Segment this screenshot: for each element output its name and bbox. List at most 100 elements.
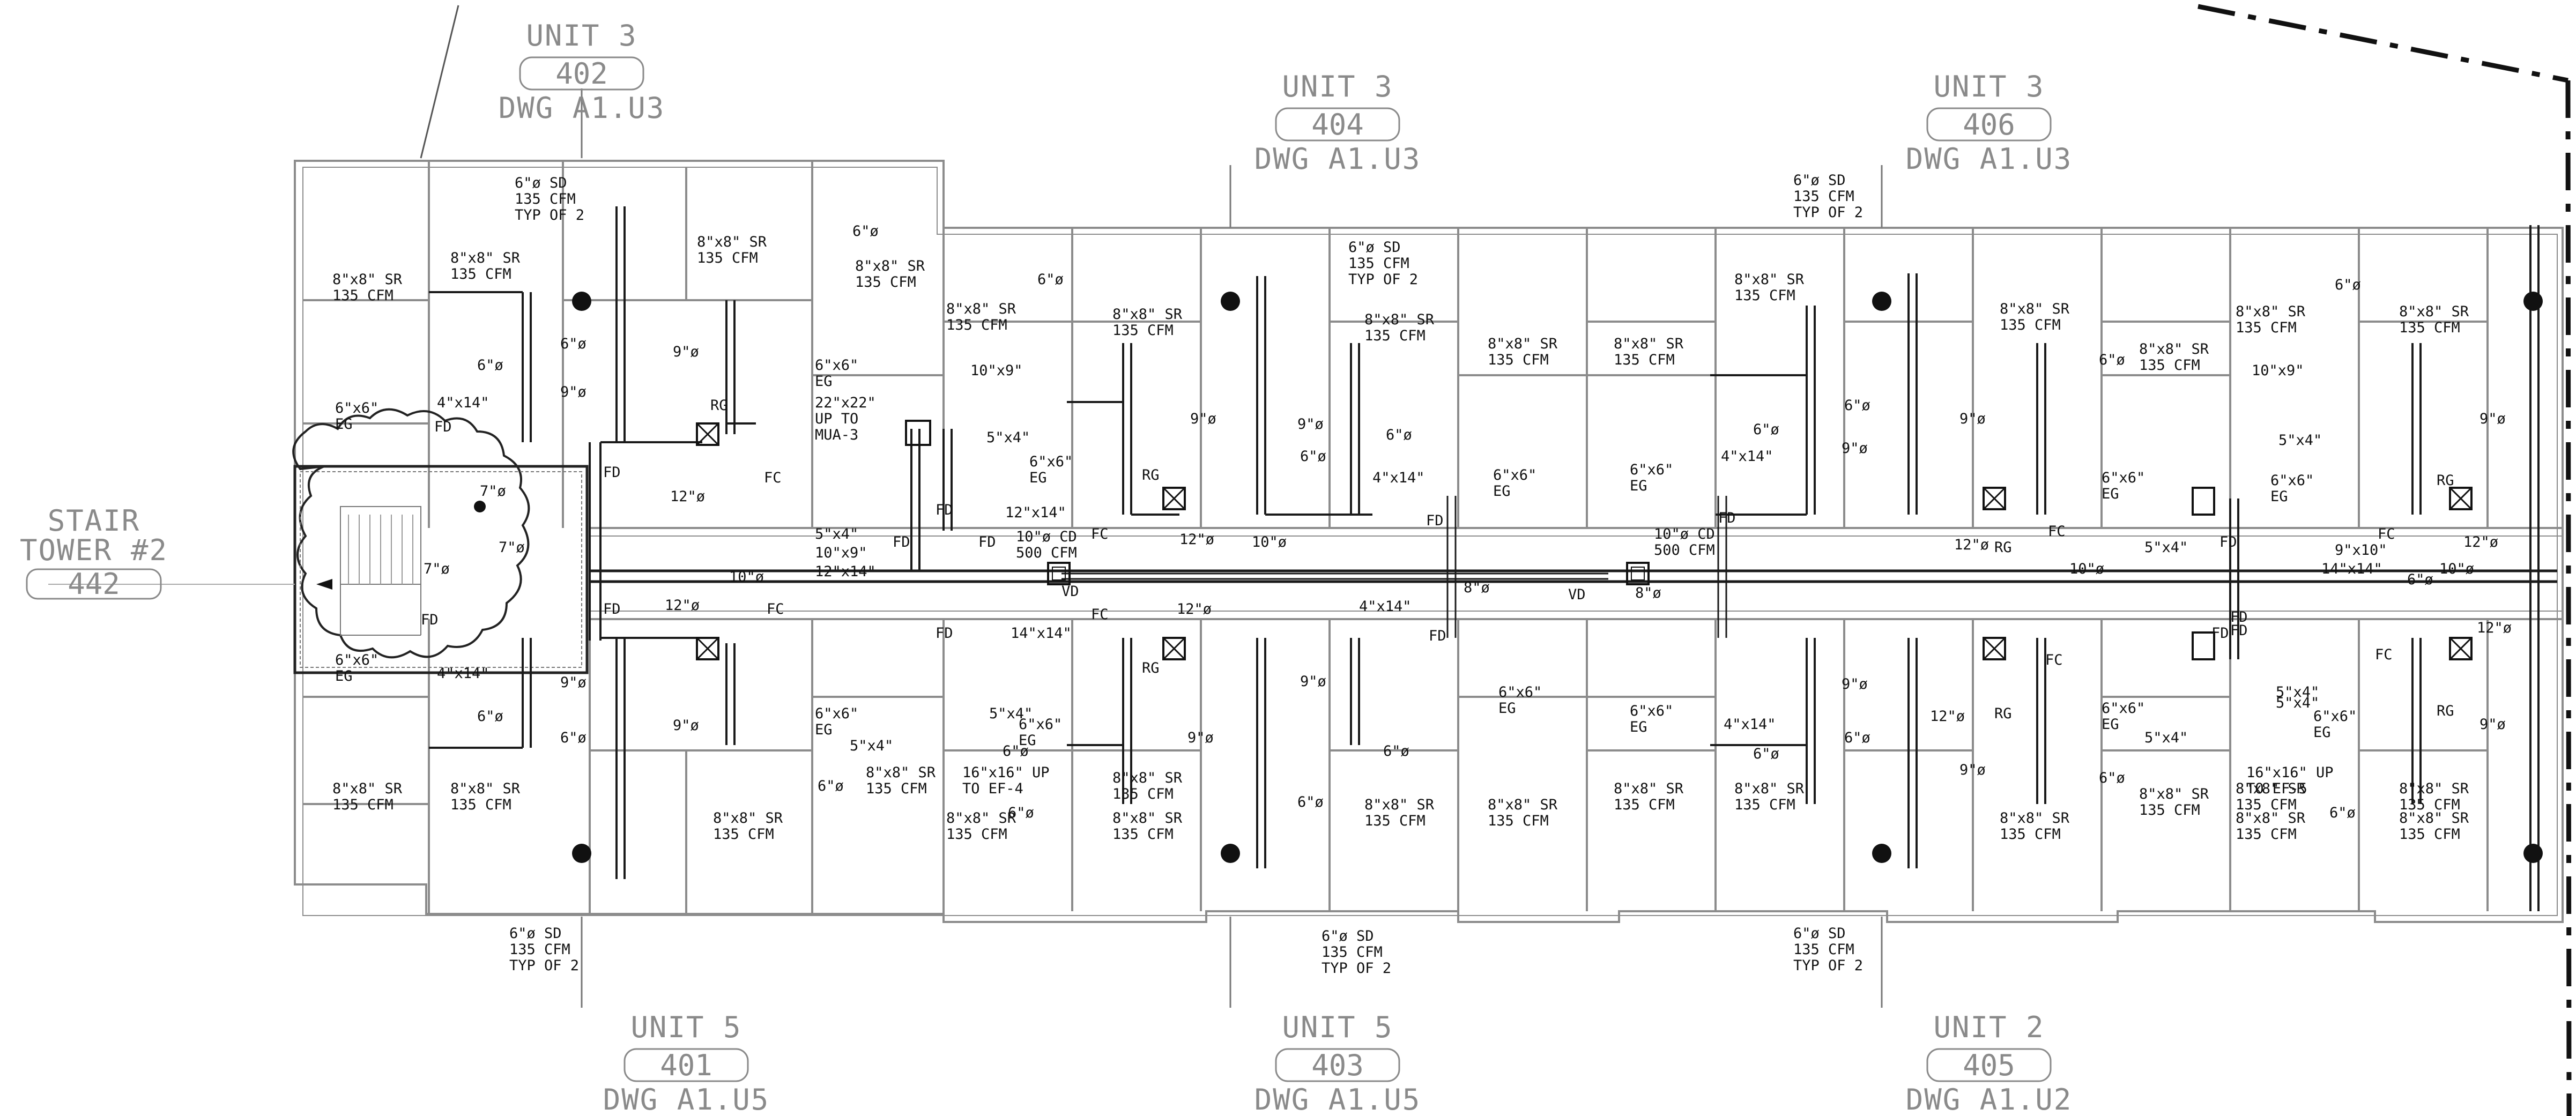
duct-note-line: 6"ø — [477, 357, 503, 374]
duct-note: 7"ø — [424, 561, 450, 577]
duct-note: 7"ø — [480, 483, 506, 500]
duct-note-line: 135 CFM — [1793, 941, 1854, 958]
duct-note-line: 135 CFM — [1112, 786, 1174, 802]
duct-note-line: 135 CFM — [332, 797, 394, 813]
duct-note: 8"ø — [1635, 585, 1661, 601]
unit-number: 405 — [1963, 1048, 2015, 1082]
duct-note: 5"x4" — [2276, 695, 2319, 711]
duct-note: 9"ø — [1187, 730, 1214, 746]
duct-note-line: TYP OF 2 — [515, 207, 584, 224]
duct-note: 9"ø — [1190, 411, 1216, 427]
duct-note-line: 8"x8" SR — [2000, 301, 2070, 317]
duct-note-line: 135 CFM — [866, 780, 927, 797]
duct-note-line: FC — [2048, 523, 2066, 540]
duct-note-line: 8"x8" SR — [1614, 336, 1684, 352]
duct-note-line: EG — [2270, 488, 2288, 505]
duct-note-line: UP TO — [815, 411, 858, 427]
duct-note: FD — [2230, 622, 2248, 639]
fan-coil-box — [1983, 637, 2006, 660]
duct-note-line: 9"ø — [560, 674, 587, 691]
fan-coil-box — [1983, 487, 2006, 510]
duct-note: 6"ø — [2335, 277, 2361, 293]
duct-note: 6"ø — [1844, 397, 1870, 414]
duct-note-line: FD — [434, 419, 452, 435]
leader-line — [420, 5, 459, 159]
duct-note-line: 6"ø — [1300, 448, 1326, 465]
duct-note: 10"ø — [2439, 561, 2474, 577]
duct-note-line: 6"ø — [1008, 805, 1034, 821]
duct-note-line: FD — [893, 534, 910, 550]
duct-note: 6"x6"EG — [815, 705, 858, 738]
duct-note: 6"x6"EG — [335, 652, 378, 685]
duct-note: 6"x6"EG — [2102, 470, 2145, 502]
duct-note-line: 135 CFM — [946, 826, 1007, 843]
duct-note-line: EG — [335, 668, 353, 685]
duct-note: 9"ø — [1959, 411, 1986, 427]
duct-note-line: 8"x8" SR — [2236, 780, 2306, 797]
duct-note-line: TO EF-5 — [2246, 780, 2307, 797]
duct-note: 5"x4" — [2276, 684, 2319, 701]
duct-note-line: 6"x6" — [1630, 703, 1673, 719]
duct-note-line: 6"ø — [852, 223, 879, 240]
duct-note-line: 135 CFM — [1364, 328, 1426, 344]
duct-note: 4"x14" — [437, 665, 489, 682]
duct-note-line: 12"x14" — [1005, 504, 1066, 521]
duct-note-line: 135 CFM — [509, 941, 570, 958]
duct-note-line: 12"ø — [2463, 534, 2498, 550]
duct-note: FD — [1426, 512, 1444, 529]
duct-note-line: RG — [1142, 467, 1160, 483]
unit-drawing-ref: DWG A1.U3 — [499, 91, 665, 125]
ductwork — [429, 206, 2557, 911]
duct-note-line: 135 CFM — [1488, 813, 1549, 829]
unit-tag-405: UNIT 2 405 DWG A1.U2 — [1906, 1010, 2072, 1116]
duct-note: 12"ø — [1179, 531, 1214, 548]
duct-note-line: 9"ø — [1842, 440, 1868, 457]
duct-note-line: 6"ø — [1844, 730, 1870, 746]
fan-coil-box — [2449, 487, 2473, 510]
unit-title: UNIT 5 — [630, 1010, 741, 1044]
duct-note-line: 135 CFM — [2236, 797, 2297, 813]
duct-note-line: 6"ø — [1037, 271, 1064, 288]
duct-note: 7"ø — [499, 539, 525, 556]
duct-note: 12"x14" — [815, 563, 876, 580]
duct-note-line: 135 CFM — [2399, 319, 2460, 336]
duct-note-line: TYP OF 2 — [1348, 271, 1418, 288]
duct-note-line: FD — [936, 502, 953, 518]
duct-note: FD — [978, 534, 996, 550]
unit-title: UNIT 5 — [1282, 1010, 1393, 1044]
duct-note-line: 8"x8" SR — [2399, 810, 2469, 827]
duct-note: FC — [2375, 646, 2393, 663]
duct-note: 6"ø — [2407, 571, 2433, 588]
duct-note: FC — [767, 601, 784, 617]
duct-note-line: 8"x8" SR — [1734, 780, 1805, 797]
duct-note-line: FD — [603, 464, 621, 481]
duct-note-line: 10"x9" — [815, 545, 867, 561]
duct-note: 6"ø — [560, 730, 587, 746]
duct-note-line: 135 CFM — [1614, 797, 1675, 813]
duct-note-line: 135 CFM — [2000, 826, 2061, 843]
duct-note-line: 8"x8" SR — [2000, 810, 2070, 827]
duct-note: RG — [1142, 467, 1160, 483]
duct-note: 6"ø — [1386, 427, 1412, 443]
duct-note: 5"x4" — [2278, 432, 2322, 449]
unit-tag-406: UNIT 3 406 DWG A1.U3 — [1906, 70, 2072, 176]
stair-tag: STAIR TOWER #2 442 — [20, 504, 167, 601]
duct-note-line: 135 CFM — [697, 250, 758, 266]
duct-note-line: 6"ø — [2335, 277, 2361, 293]
duct-note: 6"ø — [852, 223, 879, 240]
duct-note: 6"ø — [560, 336, 587, 352]
duct-note: 4"x14" — [1372, 470, 1425, 486]
duct-note-line: 5"x4" — [850, 738, 893, 754]
duct-note: 6"ø — [477, 357, 503, 374]
unit-number: 401 — [660, 1048, 712, 1082]
